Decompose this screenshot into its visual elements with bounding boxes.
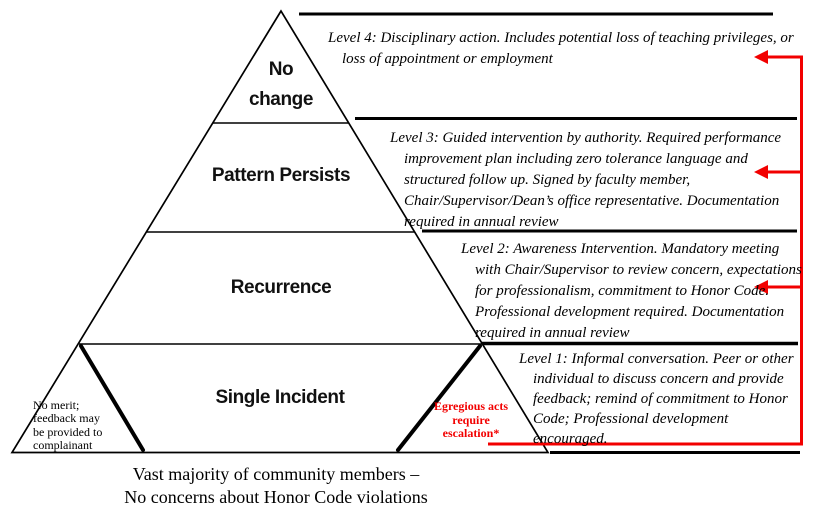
note-line: No merit;	[33, 398, 80, 412]
corner-separator-lines	[79, 344, 482, 452]
annotation-rules	[299, 12, 800, 454]
note-line: feedback may	[33, 411, 100, 426]
annotation-line: with Chair/Supervisor to review concern,…	[475, 262, 802, 278]
pyramid-caption: Vast majority of community members – No …	[113, 463, 439, 508]
note-line: require	[452, 412, 490, 427]
note-line: complainant	[33, 438, 93, 453]
annotation-line: Level 3: Guided intervention by authorit…	[390, 130, 782, 146]
escalation-connector	[488, 55, 803, 446]
left-arrowhead-icons	[754, 50, 768, 294]
annotation-line: Professional development required. Docum…	[475, 304, 785, 320]
annotation-line: Level 4: Disciplinary action. Includes p…	[328, 30, 794, 46]
annotation-line: Chair/Supervisor/Dean’s office represent…	[404, 193, 780, 209]
tier-label-recurrence: Recurrence	[230, 277, 332, 298]
egregious-acts-note: Egregious acts require escalation*	[411, 399, 531, 441]
annotation-line: structured follow up. Signed by faculty …	[404, 172, 691, 188]
annotation-line: feedback; remind of commitment to Honor	[533, 391, 788, 407]
tier-label-line: No	[268, 59, 294, 80]
annotation-level-4: Level 4: Disciplinary action. Includes p…	[328, 28, 794, 70]
annotation-line: Level 2: Awareness Intervention. Mandato…	[461, 241, 780, 257]
tier-label-no-change: No change	[181, 55, 381, 115]
arrow-left-icon	[754, 165, 768, 179]
note-line: Egregious acts	[433, 399, 509, 413]
note-line: be provided to	[33, 424, 103, 439]
annotation-line: required in annual review	[404, 214, 559, 230]
arrow-left-icon	[754, 280, 768, 294]
tier-label-pattern-persists: Pattern Persists	[211, 165, 351, 186]
annotation-line: Code; Professional development	[533, 411, 729, 427]
no-merit-note: No merit; feedback may be provided to co…	[33, 398, 128, 453]
annotation-line: Level 1: Informal conversation. Peer or …	[519, 351, 794, 367]
note-line: escalation*	[442, 426, 500, 440]
annotation-line: loss of appointment or employment	[342, 51, 553, 67]
arrow-left-icon	[754, 50, 768, 64]
annotation-line: improvement plan including zero toleranc…	[404, 151, 748, 167]
tier-label-line: change	[248, 89, 314, 110]
annotation-line: for professionalism, commitment to Honor…	[475, 283, 770, 299]
annotation-level-2: Level 2: Awareness Intervention. Mandato…	[461, 239, 802, 344]
annotation-line: required in annual review	[475, 325, 630, 341]
tier-label-single-incident: Single Incident	[215, 387, 345, 408]
annotation-level-1: Level 1: Informal conversation. Peer or …	[519, 349, 794, 449]
annotation-line: encouraged.	[533, 431, 608, 447]
tier-divider-lines	[79, 122, 482, 345]
annotation-level-3: Level 3: Guided intervention by authorit…	[390, 128, 781, 233]
caption-line: Vast majority of community members –	[132, 464, 420, 484]
annotation-line: individual to discuss concern and provid…	[533, 371, 784, 387]
caption-line: No concerns about Honor Code violations	[124, 486, 428, 507]
